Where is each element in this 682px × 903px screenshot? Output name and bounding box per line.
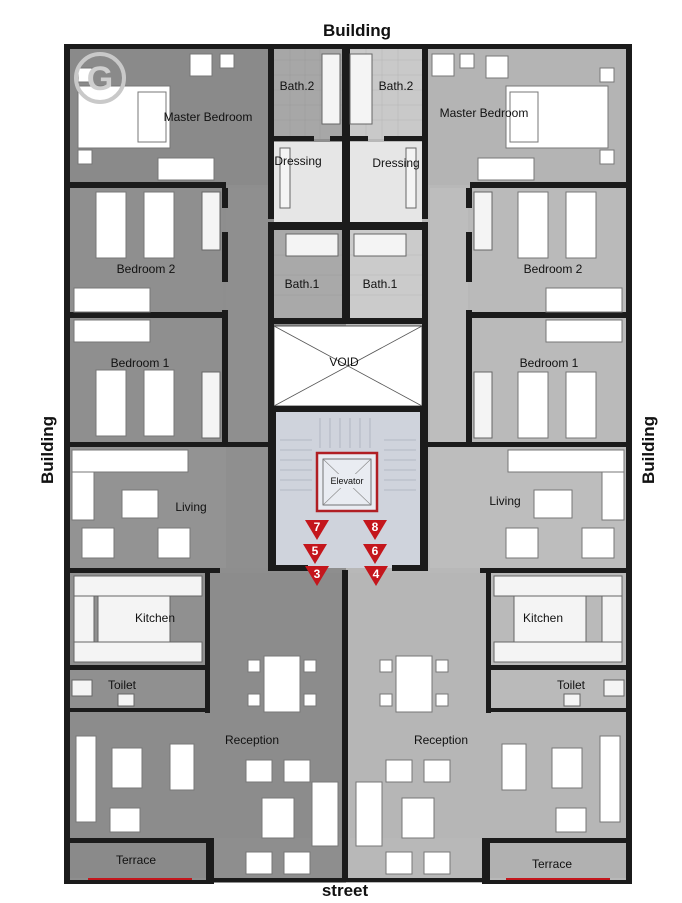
room-label-right-master-bedroom: Master Bedroom <box>440 106 529 120</box>
furniture <box>71 53 625 875</box>
room-label-left-master-bedroom: Master Bedroom <box>164 110 253 124</box>
room-label-right-reception: Reception <box>414 733 468 747</box>
room-label-left-bedroom1: Bedroom 1 <box>111 356 170 370</box>
edge-label-top: Building <box>323 21 391 40</box>
edge-label-bottom: street <box>322 881 369 900</box>
svg-text:8: 8 <box>372 520 379 534</box>
svg-text:3: 3 <box>314 567 321 581</box>
svg-text:6: 6 <box>372 544 379 558</box>
svg-text:4: 4 <box>373 567 380 581</box>
room-label-left-reception: Reception <box>225 733 279 747</box>
room-label-right-terrace: Terrace <box>532 857 572 871</box>
room-label-right-dressing: Dressing <box>372 156 419 170</box>
room-label-left-kitchen: Kitchen <box>135 611 175 625</box>
svg-text:7: 7 <box>314 520 321 534</box>
elevator-label: Elevator <box>330 476 363 486</box>
room-label-void: VOID <box>329 355 359 369</box>
svg-text:5: 5 <box>312 544 319 558</box>
room-label-right-bath2: Bath.2 <box>379 79 414 93</box>
walls <box>64 44 632 884</box>
unit-marker-4: 4 <box>364 566 388 586</box>
room-label-left-terrace: Terrace <box>116 853 156 867</box>
room-label-right-bedroom1: Bedroom 1 <box>520 356 579 370</box>
unit-marker-3: 3 <box>305 566 329 586</box>
room-label-right-toilet: Toilet <box>557 678 586 692</box>
room-label-left-bath2: Bath.2 <box>280 79 315 93</box>
unit-marker-6: 6 <box>363 544 387 564</box>
left-terrace-floor <box>70 842 206 878</box>
room-label-right-bath1: Bath.1 <box>363 277 398 291</box>
right-terrace-floor <box>490 842 626 878</box>
room-label-left-dressing: Dressing <box>274 154 321 168</box>
edge-label-right: Building <box>639 416 658 484</box>
unit-marker-8: 8 <box>363 520 387 540</box>
watermark-logo <box>74 52 126 104</box>
unit-marker-7: 7 <box>305 520 329 540</box>
room-label-right-living: Living <box>489 494 520 508</box>
room-label-right-kitchen: Kitchen <box>523 611 563 625</box>
room-label-right-bedroom2: Bedroom 2 <box>524 262 583 276</box>
unit-marker-5: 5 <box>303 544 327 564</box>
edge-label-left: Building <box>38 416 57 484</box>
watermark-letter: G <box>87 60 113 98</box>
room-label-left-toilet: Toilet <box>108 678 137 692</box>
room-label-left-bedroom2: Bedroom 2 <box>117 262 176 276</box>
room-label-left-bath1: Bath.1 <box>285 277 320 291</box>
room-label-left-living: Living <box>175 500 206 514</box>
